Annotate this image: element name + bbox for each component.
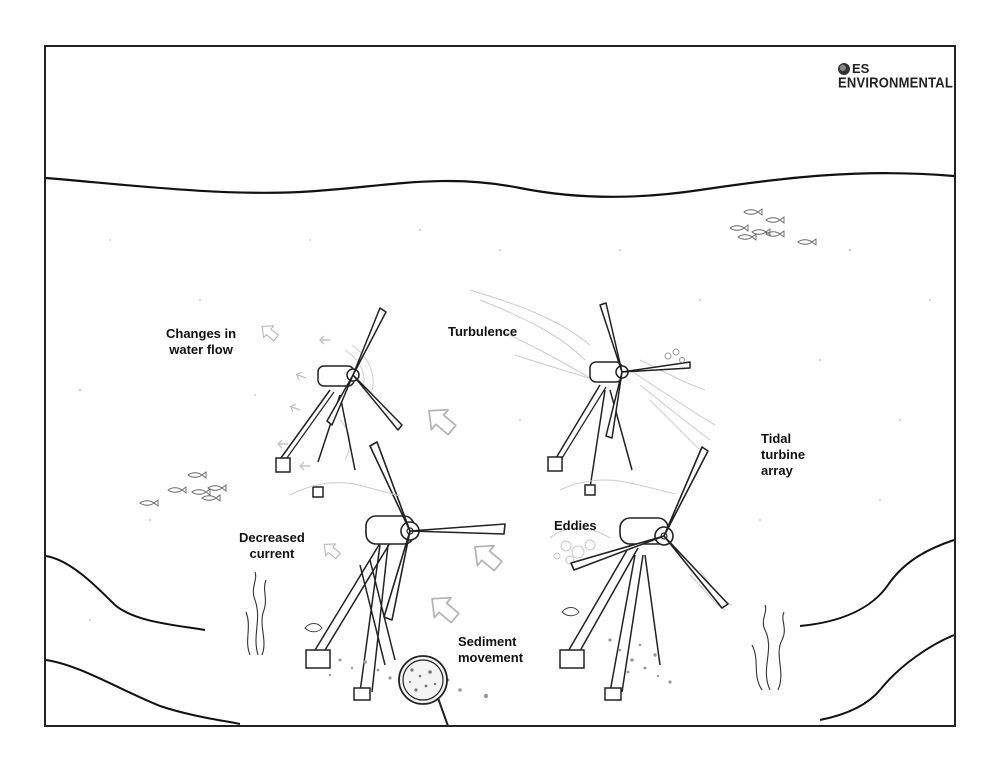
label-eddies: Eddies (554, 518, 597, 533)
label-decreased-current: Decreased current (239, 530, 305, 561)
label-turbulence: Turbulence (448, 324, 518, 339)
seaweed-right (751, 604, 785, 691)
seabed-left (45, 555, 206, 631)
magnifier (398, 655, 449, 727)
seabed-mound (289, 482, 401, 497)
fish-school-left (139, 471, 227, 507)
label-changes-in-water-flow: Changes in water flow (166, 326, 237, 357)
globe-icon (838, 62, 850, 75)
seabed-mound-right (559, 479, 676, 495)
flow-arrows (256, 319, 508, 629)
turbulence-lines (469, 289, 716, 456)
water-particles (78, 228, 931, 621)
turbine-front-left (305, 441, 506, 701)
label-tidal-turbine-array: Tidal turbine array (761, 431, 806, 478)
seabed-left-lower (45, 659, 241, 725)
seabed-right (799, 539, 955, 627)
fish-school-right (729, 208, 817, 246)
turbine-back-right (547, 302, 691, 496)
label-sediment-movement: Sediment movement (458, 634, 524, 665)
seaweed-left (245, 571, 267, 656)
water-surface (45, 172, 955, 198)
sediment-particles (328, 638, 672, 699)
turbine-front-right (559, 446, 729, 701)
seabed-right-lower (819, 634, 955, 721)
fish-near-seabed (304, 607, 580, 633)
logo-line2: ENVIRONMENTAL (838, 73, 954, 92)
es-environmental-logo: ES ENVIRONMENTAL (838, 61, 954, 92)
logo-line1: ES (852, 61, 870, 76)
turbine-back-left (275, 307, 403, 498)
flow-ripples (339, 344, 374, 461)
diagram-frame (44, 45, 956, 727)
